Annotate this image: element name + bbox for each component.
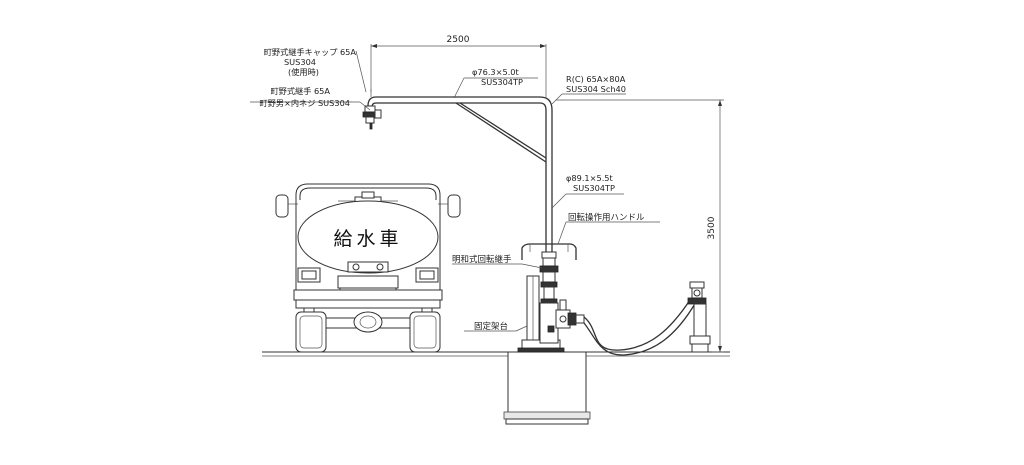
tank-truck: 給水車	[275, 183, 461, 353]
labels: 町野式継手キャップ 65A SUS304 (使用時) 町野式継手 65A 町野男…	[259, 47, 645, 332]
column-pipe-label-line2: SUS304TP	[573, 183, 615, 193]
tank-ellipse	[297, 200, 439, 274]
coupling-label-line1: 町野式継手 65A	[270, 86, 330, 96]
height-dimension: 3500	[556, 99, 724, 353]
leader-lines	[250, 50, 660, 332]
fixed-stand	[517, 275, 585, 353]
cap-label-line2: SUS304	[284, 57, 316, 67]
horizontal-arm	[362, 89, 553, 163]
rotation-handle	[521, 243, 577, 260]
elbow-label-line1: R(C) 65A×80A	[566, 74, 626, 84]
width-dimension-value: 2500	[447, 35, 470, 45]
foundation-pit	[503, 351, 591, 425]
width-dimension: 2500	[370, 35, 547, 98]
tank-label: 給水車	[333, 228, 402, 250]
stand-label: 固定架台	[474, 321, 508, 332]
left-wheel	[295, 311, 327, 353]
swivel-joint	[542, 257, 556, 267]
coupling-label-line2: 町野男×内ネジ SUS304	[259, 98, 350, 108]
cap-label-line3: (使用時)	[288, 67, 319, 77]
cap-label-line1: 町野式継手キャップ 65A	[264, 47, 357, 57]
swivel-label: 明和式回転継手	[452, 254, 512, 265]
supply-hose	[583, 299, 697, 356]
arm-pipe-label-line1: φ76.3×5.0t	[472, 67, 520, 77]
right-wheel	[409, 311, 441, 353]
elbow-label-line2: SUS304 Sch40	[566, 84, 626, 94]
arm-pipe-label-line2: SUS304TP	[481, 77, 523, 87]
vertical-column	[521, 110, 577, 304]
hydrant	[687, 281, 711, 353]
height-dimension-value: 3500	[707, 216, 717, 239]
column-pipe-label-line1: φ89.1×5.5t	[566, 173, 614, 183]
handle-label: 回転操作用ハンドル	[568, 212, 645, 223]
